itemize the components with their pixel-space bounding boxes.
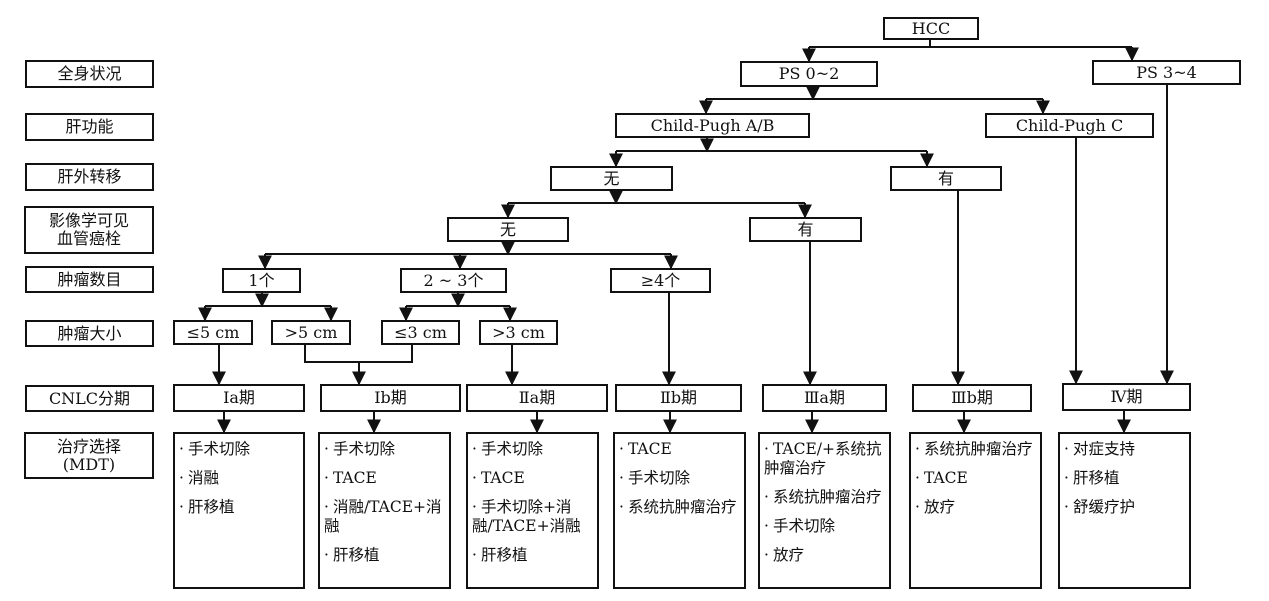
treatment-item: 放疗: [915, 498, 955, 517]
treatment-item: 消融/TACE+消融: [324, 498, 445, 536]
treatment-iv: 对症支持 肝移植 舒缓疗护: [1058, 432, 1191, 589]
node-size-gt3: >3 cm: [479, 320, 558, 345]
node-child-pugh-c: Child-Pugh C: [985, 113, 1154, 138]
stage-iib: Ⅱb期: [615, 384, 742, 412]
stage-iiia: Ⅲa期: [762, 384, 887, 412]
node-tumor-1: 1个: [222, 268, 301, 293]
stage-iiib: Ⅲb期: [912, 384, 1032, 412]
node-size-gt5: >5 cm: [271, 320, 351, 345]
row-label-general-status: 全身状况: [25, 60, 154, 88]
node-size-le3: ≤3 cm: [381, 320, 460, 345]
node-child-pugh-ab: Child-Pugh A/B: [615, 113, 810, 138]
treatment-item: 对症支持: [1064, 440, 1135, 459]
row-label-cnlc-stage: CNLC分期: [25, 385, 154, 412]
stage-iia: Ⅱa期: [466, 384, 608, 412]
treatment-ib: 手术切除 TACE 消融/TACE+消融 肝移植: [318, 432, 451, 589]
treatment-item: TACE/+系统抗肿瘤治疗: [764, 440, 885, 478]
treatment-item: 系统抗肿瘤治疗: [915, 440, 1033, 459]
treatment-item: 手术切除: [472, 440, 543, 459]
treatment-item: 肝移植: [1064, 469, 1120, 488]
edge-gt5-le3-join: [304, 344, 413, 363]
treatment-item: 舒缓疗护: [1064, 498, 1135, 517]
treatment-iiia: TACE/+系统抗肿瘤治疗 系统抗肿瘤治疗 手术切除 放疗: [758, 432, 891, 589]
node-ps-0-2: PS 0~2: [740, 61, 878, 87]
treatment-item: TACE: [472, 469, 525, 488]
edge-hcc-split: [809, 39, 1132, 48]
treatment-iia: 手术切除 TACE 手术切除+消融/TACE+消融 肝移植: [466, 432, 599, 589]
stage-iv: Ⅳ期: [1062, 383, 1191, 411]
node-vascular-yes: 有: [749, 217, 862, 242]
treatment-item: 肝移植: [324, 546, 380, 565]
node-vascular-no: 无: [447, 217, 569, 242]
treatment-item: TACE: [915, 469, 968, 488]
treatment-item: 手术切除: [619, 469, 690, 488]
row-label-extrahepatic-metastasis: 肝外转移: [25, 163, 154, 191]
stage-ia: Ⅰa期: [173, 384, 305, 412]
treatment-item: 肝移植: [472, 546, 528, 565]
stage-ib: Ⅰb期: [320, 384, 461, 412]
row-label-tumor-number: 肿瘤数目: [25, 266, 154, 293]
treatment-iib: TACE 手术切除 系统抗肿瘤治疗: [613, 432, 746, 589]
treatment-item: 放疗: [764, 546, 804, 565]
node-ps-3-4: PS 3~4: [1092, 60, 1241, 85]
treatment-iiib: 系统抗肿瘤治疗 TACE 放疗: [909, 432, 1042, 589]
node-extrahepatic-yes: 有: [890, 166, 1002, 191]
treatment-item: 手术切除: [324, 440, 395, 459]
row-label-treatment: 治疗选择 (MDT): [24, 432, 154, 479]
node-extrahepatic-no: 无: [550, 166, 673, 191]
row-label-tumor-size: 肿瘤大小: [25, 320, 154, 347]
node-tumor-ge4: ≥4个: [610, 268, 711, 293]
treatment-item: 消融: [179, 469, 219, 488]
node-size-le5: ≤5 cm: [173, 320, 253, 345]
treatment-item: 手术切除: [764, 517, 835, 536]
node-tumor-2-3: 2 ~ 3个: [400, 268, 507, 293]
treatment-item: 肝移植: [179, 498, 235, 517]
treatment-ia: 手术切除 消融 肝移植: [173, 432, 305, 589]
treatment-item: TACE: [619, 440, 672, 459]
treatment-item: 系统抗肿瘤治疗: [764, 488, 882, 507]
treatment-item: 系统抗肿瘤治疗: [619, 498, 737, 517]
node-hcc: HCC: [883, 17, 979, 40]
treatment-item: 手术切除+消融/TACE+消融: [472, 498, 593, 536]
treatment-item: TACE: [324, 469, 377, 488]
row-label-vascular-invasion: 影像学可见 血管癌栓: [24, 206, 154, 254]
row-label-liver-function: 肝功能: [25, 113, 154, 141]
treatment-item: 手术切除: [179, 440, 250, 459]
